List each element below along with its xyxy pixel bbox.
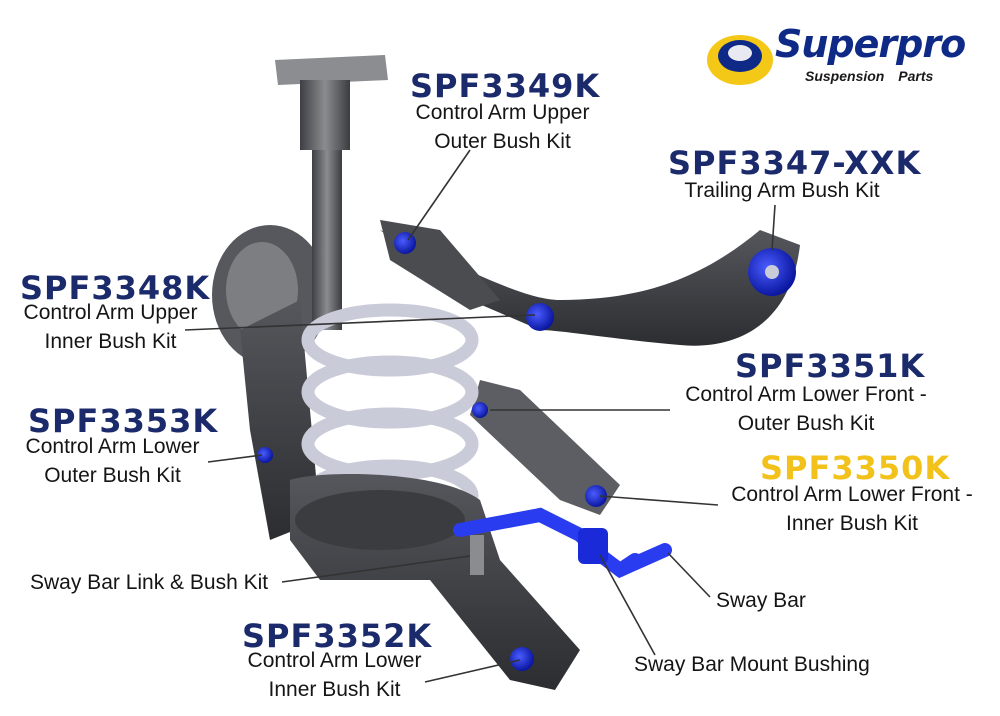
sway-bar-mount-label: Sway Bar Mount Bushing <box>634 653 870 676</box>
part-number: SPF3352K <box>242 617 433 655</box>
trailing-arm <box>380 220 800 346</box>
part-description: Control Arm Lower Front -Outer Bush Kit <box>685 383 927 435</box>
sway-bar-link-label: Sway Bar Link & Bush Kit <box>30 571 269 594</box>
brand-tagline: Suspension Parts <box>805 68 934 84</box>
hub-knuckle <box>212 225 328 540</box>
leader-lines <box>184 149 776 683</box>
part-description: Trailing Arm Bush Kit <box>684 179 880 202</box>
brand-name: Superpro <box>775 22 966 66</box>
bushings <box>257 232 796 671</box>
sway-bar-label: Sway Bar <box>716 589 806 612</box>
superpro-logo: Superpro Suspension Parts <box>705 22 980 92</box>
lower-front-arm <box>470 380 620 515</box>
part-number: SPF3350K <box>760 449 951 487</box>
logo-emblem-icon <box>707 35 773 85</box>
part-number: SPF3347-XXK <box>668 144 922 182</box>
part-description: Control Arm Lower Front -Inner Bush Kit <box>731 483 973 535</box>
part-number: SPF3353K <box>28 402 219 440</box>
part-number: SPF3351K <box>735 347 926 385</box>
upper-strut-post <box>275 55 388 330</box>
lower-control-arm <box>290 474 580 690</box>
part-number: SPF3348K <box>20 269 211 307</box>
part-number: SPF3349K <box>410 67 601 105</box>
